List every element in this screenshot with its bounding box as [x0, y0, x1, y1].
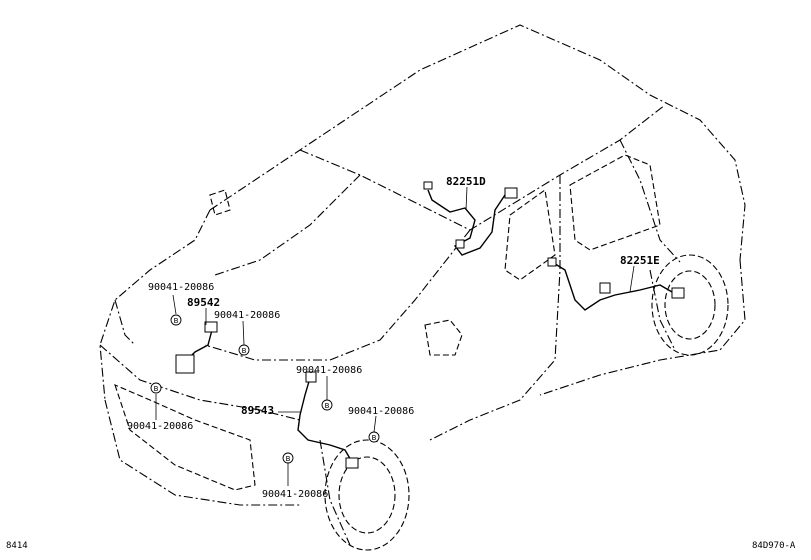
- footer-code-left: 8414: [6, 541, 28, 551]
- part-label-82251d: 82251D: [446, 175, 486, 188]
- bolt-marker-4: B: [368, 431, 380, 443]
- bolt-marker-1: B: [170, 314, 182, 326]
- bolt-label-6: 90041-20086: [262, 489, 328, 500]
- bolt-markers: B B B B B B: [150, 314, 380, 464]
- svg-text:B: B: [372, 434, 377, 442]
- svg-text:B: B: [325, 402, 330, 410]
- bolt-marker-5: B: [150, 382, 162, 394]
- car-body-outline: [99, 24, 746, 551]
- bolt-label-4: 90041-20086: [348, 406, 414, 417]
- part-label-82251e: 82251E: [620, 254, 660, 267]
- bolt-label-3: 90041-20086: [296, 365, 362, 376]
- bolt-marker-6: B: [282, 452, 294, 464]
- svg-text:B: B: [174, 317, 179, 325]
- part-label-89543: 89543: [241, 404, 274, 417]
- bolt-label-2: 90041-20086: [214, 310, 280, 321]
- wire-harness-82251d: [423, 181, 518, 256]
- sensor-89542: [175, 321, 218, 374]
- bolt-marker-2: B: [238, 344, 250, 356]
- part-label-89542: 89542: [187, 296, 220, 309]
- wire-harness-82251e: [547, 257, 685, 311]
- svg-text:B: B: [286, 455, 291, 463]
- svg-text:B: B: [154, 385, 159, 393]
- sensor-89543: [297, 371, 359, 469]
- bolt-label-5: 90041-20086: [127, 421, 193, 432]
- bolt-label-1: 90041-20086: [148, 282, 214, 293]
- leader-lines: [155, 186, 635, 486]
- footer-code-right: 84D970-A: [752, 541, 796, 551]
- svg-text:B: B: [242, 347, 247, 355]
- bolt-marker-3: B: [321, 399, 333, 411]
